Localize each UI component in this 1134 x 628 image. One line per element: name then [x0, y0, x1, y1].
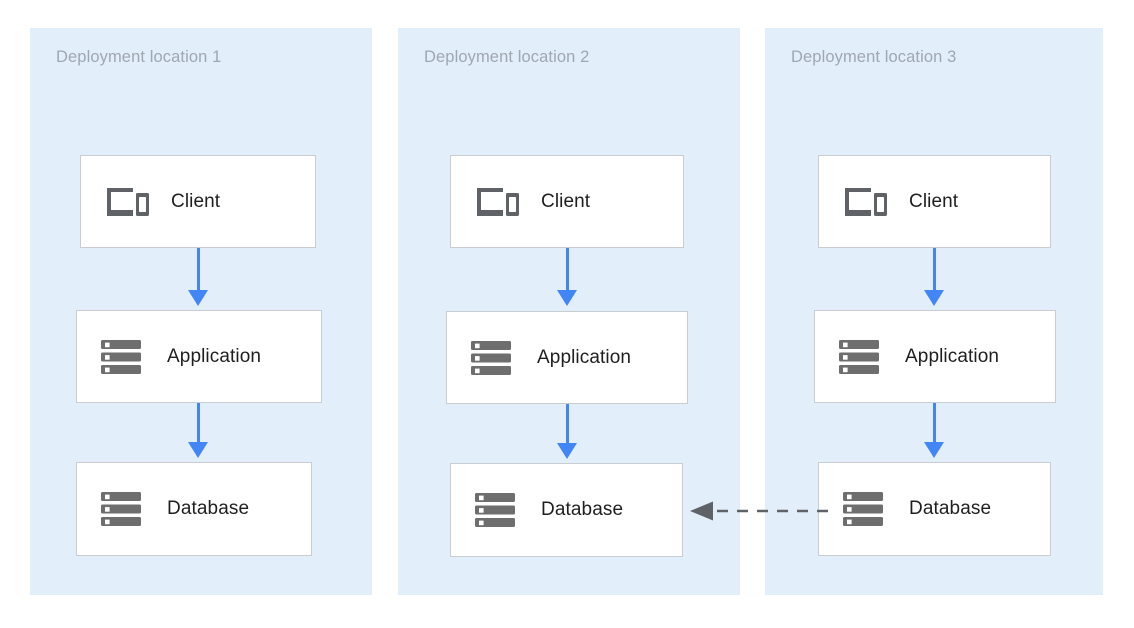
node-card-database-1[interactable]: Database [76, 462, 312, 556]
replication-connector-db3-to-db2 [690, 500, 828, 522]
panel-title-1: Deployment location 1 [56, 48, 222, 66]
node-card-client-3[interactable]: Client [818, 155, 1051, 248]
connector-line [566, 404, 569, 446]
node-label-database-3: Database [909, 498, 992, 519]
node-label-client-3: Client [909, 190, 959, 212]
node-card-client-2[interactable]: Client [450, 155, 684, 248]
server-stack-icon [99, 489, 145, 529]
deployment-location-panel-1: Deployment location 1 Client [30, 28, 372, 595]
node-card-application-3[interactable]: Application [814, 310, 1056, 403]
devices-icon [103, 182, 149, 222]
node-card-client-1[interactable]: Client [80, 155, 316, 248]
connector-line [197, 403, 200, 444]
node-label-application-1: Application [167, 345, 262, 367]
connector-arrowhead [924, 290, 944, 306]
connector-arrowhead [557, 290, 577, 306]
connector-arrowhead [188, 290, 208, 306]
node-label-database-1: Database [167, 498, 250, 519]
connector-line [933, 403, 936, 444]
connector-line [566, 248, 569, 292]
connector-arrowhead [188, 442, 208, 458]
node-card-database-2[interactable]: Database [450, 463, 683, 557]
connector-arrowhead [557, 443, 577, 459]
server-stack-icon [837, 337, 883, 377]
server-stack-icon [841, 489, 887, 529]
devices-icon [841, 182, 887, 222]
devices-icon [473, 182, 519, 222]
server-stack-icon [469, 338, 515, 378]
connector-line [197, 248, 200, 292]
panel-title-3: Deployment location 3 [791, 48, 957, 66]
connector-line [933, 248, 936, 292]
node-label-application-3: Application [905, 345, 1000, 367]
node-label-application-2: Application [537, 346, 632, 368]
node-card-application-2[interactable]: Application [446, 311, 688, 404]
panel-title-2: Deployment location 2 [424, 48, 590, 66]
node-label-client-1: Client [171, 190, 221, 212]
node-card-database-3[interactable]: Database [818, 462, 1051, 556]
node-label-client-2: Client [541, 190, 591, 212]
node-card-application-1[interactable]: Application [76, 310, 322, 403]
node-label-database-2: Database [541, 499, 624, 520]
deployment-location-panel-2: Deployment location 2 Client [398, 28, 740, 595]
deployment-location-panel-3: Deployment location 3 Client [765, 28, 1103, 595]
server-stack-icon [473, 490, 519, 530]
connector-arrowhead [924, 442, 944, 458]
server-stack-icon [99, 337, 145, 377]
